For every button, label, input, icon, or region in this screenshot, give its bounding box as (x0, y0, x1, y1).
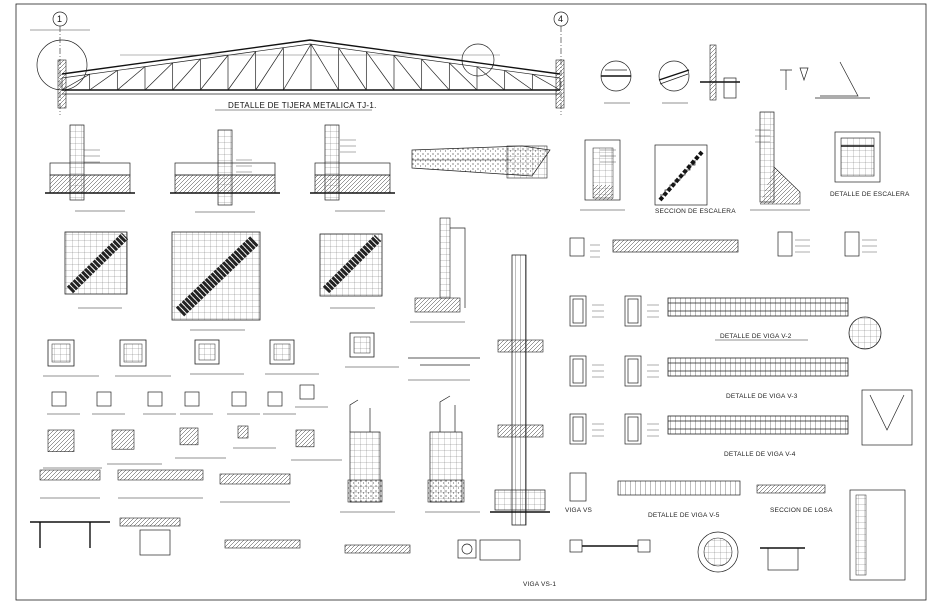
truss-tj1-detail: 1 4 DETALLE DE TIJERA METALICA TJ-1. (30, 11, 569, 115)
slab-section-label: SECCION DE LOSA (770, 507, 833, 514)
column-elevation: VIGA VS VIGA VS-1 (490, 254, 593, 588)
footing-plans-row (64, 217, 466, 331)
connection-details (600, 44, 870, 104)
column-section-grid (39, 332, 480, 503)
bottom-row-details (30, 517, 805, 573)
axis-label-4: 4 (558, 14, 563, 24)
truss-title: DETALLE DE TIJERA METALICA TJ-1. (228, 101, 377, 110)
stair-detail-label: DETALLE DE ESCALERA (830, 191, 910, 198)
footing-details-row: SECCION DE ESCALERA DETALLE DE ESCALERA (45, 111, 910, 215)
pier-elevations (340, 395, 480, 513)
axis-label-1: 1 (57, 14, 62, 24)
sheet-border (15, 3, 927, 601)
beam-v4-label: DETALLE DE VIGA V-4 (724, 451, 796, 458)
beam-sections (569, 231, 860, 502)
annotation-leaders (84, 129, 877, 437)
beam-vs-label: VIGA VS (565, 507, 593, 514)
beam-v5-label: DETALLE DE VIGA V-5 (648, 512, 720, 519)
beam-vs1-label: VIGA VS-1 (523, 581, 556, 588)
stair-section-label: SECCION DE ESCALERA (655, 208, 736, 215)
beam-elevations: DETALLE DE VIGA V-2 DETALLE DE VIGA V-3 … (612, 239, 913, 581)
beam-v2-label: DETALLE DE VIGA V-2 (720, 333, 792, 340)
beam-v3-label: DETALLE DE VIGA V-3 (726, 393, 798, 400)
